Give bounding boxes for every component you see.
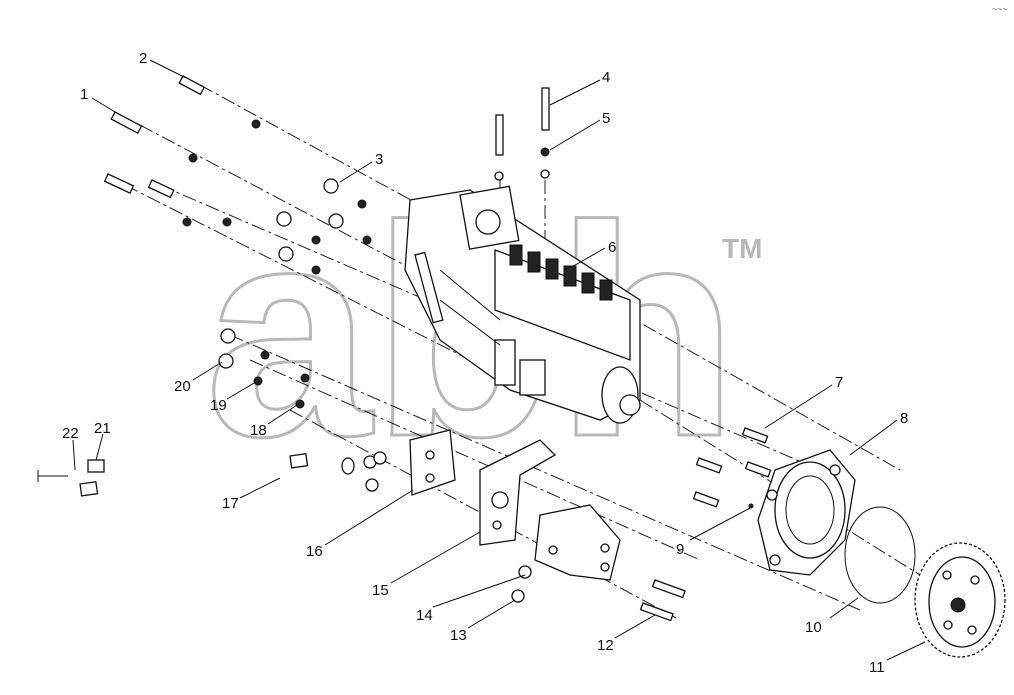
callout-14: 14 — [416, 607, 433, 624]
callout-19: 19 — [210, 397, 227, 414]
callout-5: 5 — [602, 110, 610, 127]
leader-lines — [72, 59, 926, 661]
callout-18: 18 — [250, 422, 267, 439]
callout-7: 7 — [835, 374, 843, 391]
injection-pump — [404, 185, 641, 424]
studs — [692, 427, 772, 509]
watermark-tm: TM — [722, 233, 762, 264]
callout-21: 21 — [94, 420, 111, 437]
injector-outlets — [509, 244, 613, 301]
callout-11: 11 — [869, 659, 885, 676]
callout-10: 10 — [805, 619, 822, 636]
mounting-brackets — [409, 429, 621, 581]
bracket-bolts — [363, 451, 686, 622]
callout-9: 9 — [676, 541, 684, 558]
o-ring — [844, 506, 916, 604]
callout-16: 16 — [306, 543, 323, 560]
callout-13: 13 — [450, 627, 467, 644]
callout-1: 1 — [80, 86, 88, 103]
callout-20: 20 — [174, 378, 191, 395]
fasteners-upper-left — [103, 75, 372, 409]
callout-12: 12 — [597, 637, 614, 654]
fuel-line — [37, 453, 355, 497]
callout-labels: 1 2 3 4 5 6 7 8 9 10 11 12 13 14 15 16 1… — [62, 50, 908, 676]
callout-4: 4 — [602, 69, 610, 86]
callout-17: 17 — [222, 495, 239, 512]
top-bolts — [494, 87, 550, 181]
callout-6: 6 — [608, 239, 616, 256]
callout-22: 22 — [62, 425, 79, 442]
callout-8: 8 — [900, 410, 908, 427]
callout-3: 3 — [375, 151, 383, 168]
adapter-flange — [757, 449, 856, 576]
callout-15: 15 — [372, 582, 389, 599]
callout-2: 2 — [139, 50, 147, 67]
corner-mark: ~~~ — [992, 4, 1008, 14]
drive-gear — [914, 542, 1006, 658]
